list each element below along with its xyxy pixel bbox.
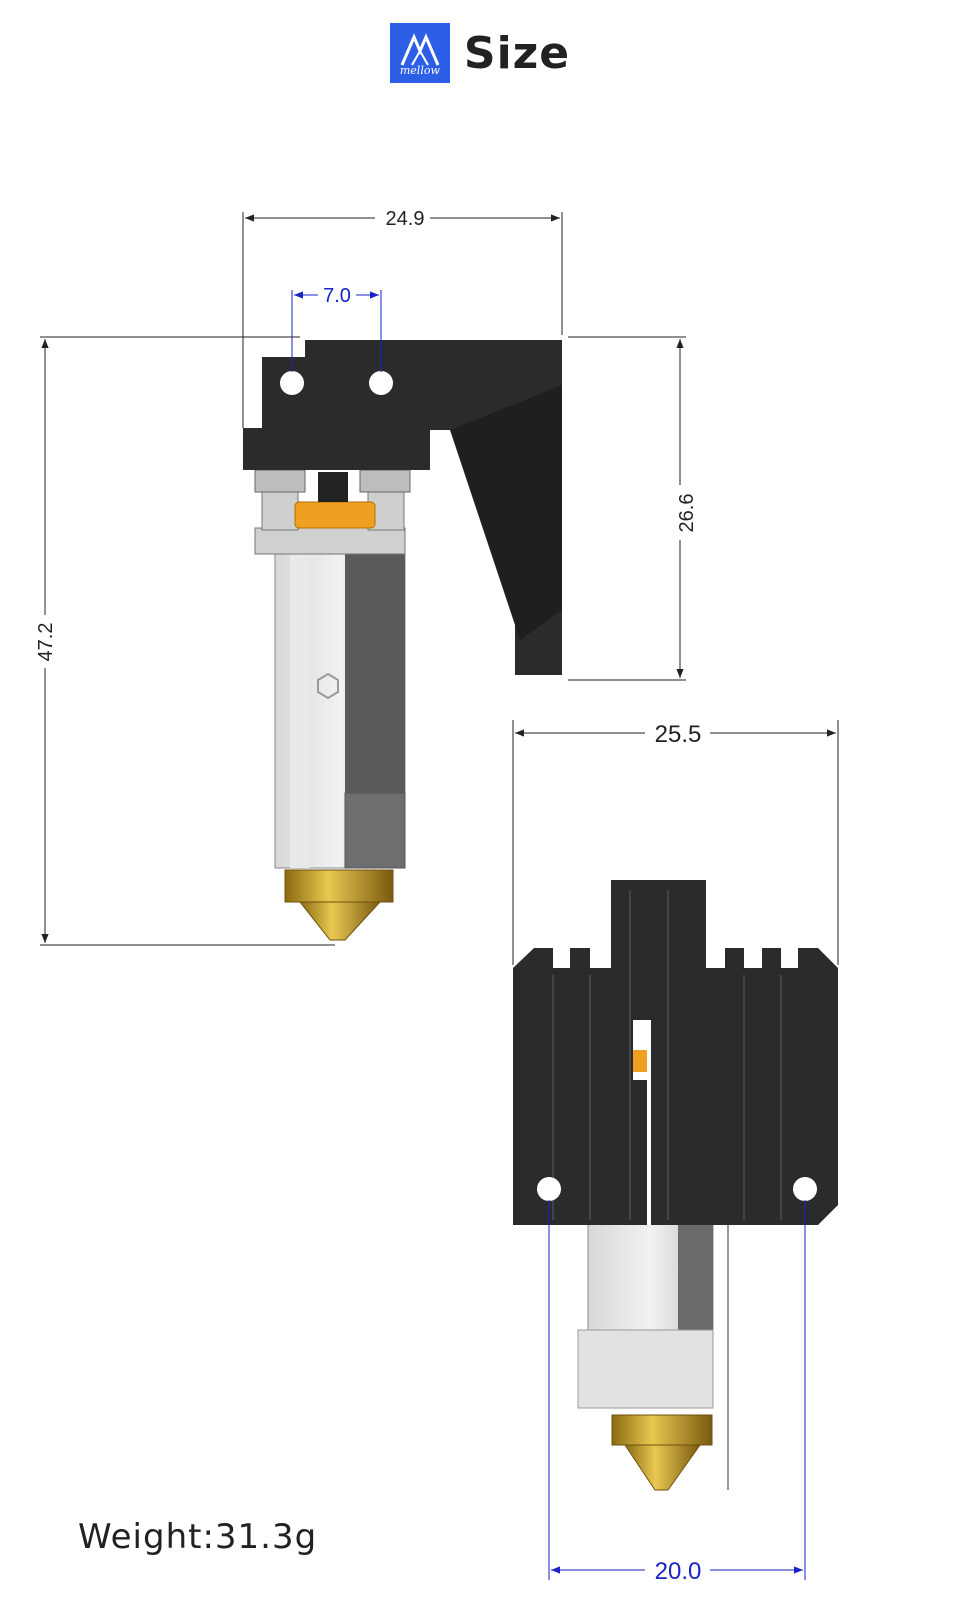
copper-ring xyxy=(294,501,376,529)
dim-hole-spacing-front: 20.0 xyxy=(655,1558,702,1585)
nozzle-hex xyxy=(284,869,394,903)
heatsink xyxy=(513,880,838,1225)
page-title: Size xyxy=(463,27,571,79)
mount-hole xyxy=(280,371,304,395)
logo-text: mellow xyxy=(399,64,440,77)
header: mellow Size xyxy=(0,22,960,84)
dim-bracket-height: 26.6 xyxy=(676,494,698,533)
mount-hole xyxy=(369,371,393,395)
side-view xyxy=(243,340,562,941)
dim-hole-spacing-side: 7.0 xyxy=(323,285,351,307)
nozzle-hex-front xyxy=(611,1414,713,1446)
front-hole-left xyxy=(537,1177,561,1201)
front-hole-right xyxy=(793,1177,817,1201)
nozzle-tip xyxy=(298,901,382,941)
heater-shade xyxy=(345,548,405,793)
front-view xyxy=(513,880,838,1491)
dim-side-width: 24.9 xyxy=(386,208,425,230)
mellow-logo: mellow xyxy=(389,23,450,83)
weight-label: Weight:31.3g xyxy=(78,1517,318,1557)
dim-total-height: 47.2 xyxy=(35,623,57,662)
dim-front-width: 25.5 xyxy=(655,721,702,748)
